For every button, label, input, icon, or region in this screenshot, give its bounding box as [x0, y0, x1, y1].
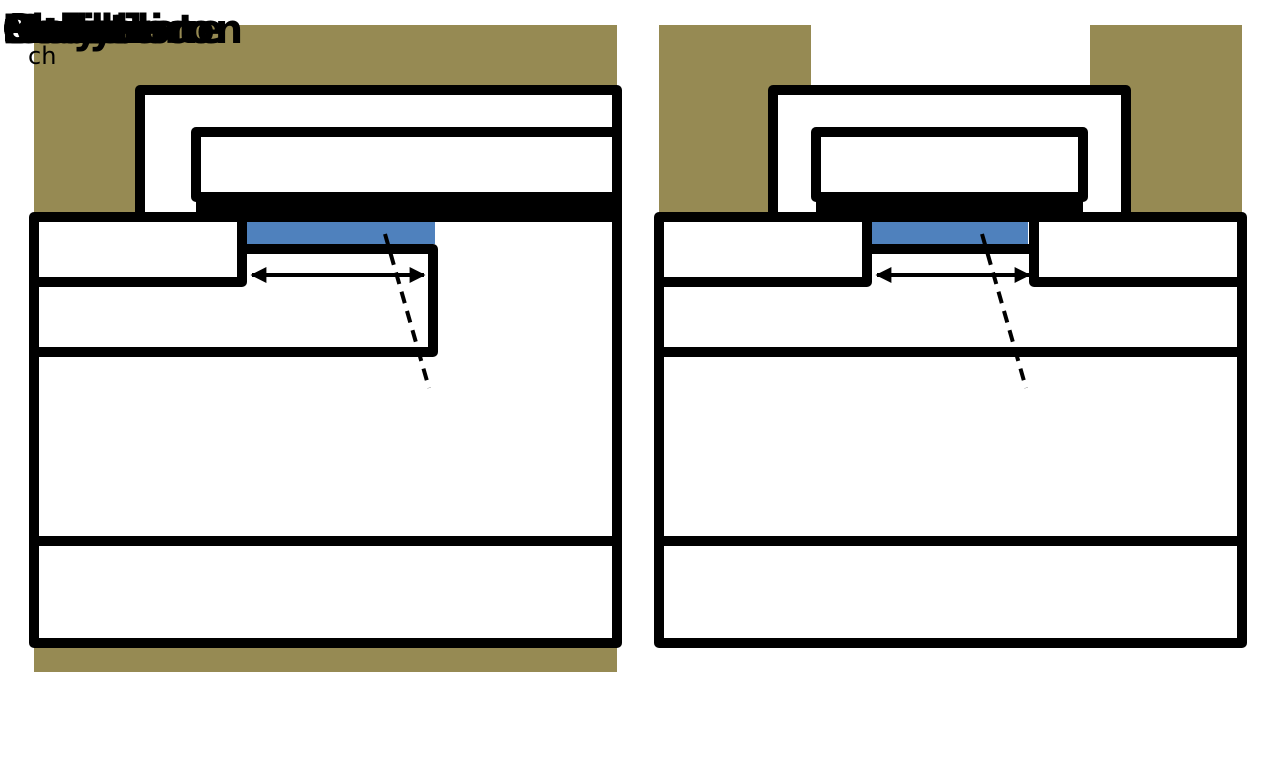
overlap-label-1: Gate — [2, 7, 109, 53]
right-dashed-pointer — [980, 233, 1028, 389]
overlap-label-5: Oxide — [2, 7, 132, 53]
left-channel-region — [247, 222, 435, 244]
overlap-label-11: Substrate — [2, 7, 224, 53]
overlap-label-10: Isolation — [2, 7, 198, 53]
overlap-label-0: Source — [2, 7, 158, 53]
overlap-label-7: P+ — [2, 7, 65, 53]
overlap-label-9: Shield — [2, 7, 143, 53]
left-source-region — [34, 217, 247, 287]
left-dashed-pointer — [383, 233, 431, 389]
right-body-block — [654, 212, 1247, 648]
right-left-well — [659, 217, 872, 287]
overlap-label-6: Metal — [2, 7, 129, 53]
overlap-label-3: Body — [2, 7, 115, 53]
left-body-block — [29, 212, 622, 648]
right-inner-gate — [811, 127, 1088, 202]
overlap-label-2: Drain — [2, 7, 125, 53]
right-channel-region — [872, 222, 1028, 244]
overlap-label-8: N+ — [2, 7, 69, 53]
right-right-well — [1029, 217, 1242, 287]
left-inner-gate — [191, 127, 622, 202]
left-drift-region — [34, 244, 438, 357]
left-device — [29, 25, 622, 672]
right-device — [654, 25, 1247, 648]
overlap-label-4: Polysilicon — [2, 7, 244, 53]
channel-length-subscript: ch — [28, 42, 57, 70]
